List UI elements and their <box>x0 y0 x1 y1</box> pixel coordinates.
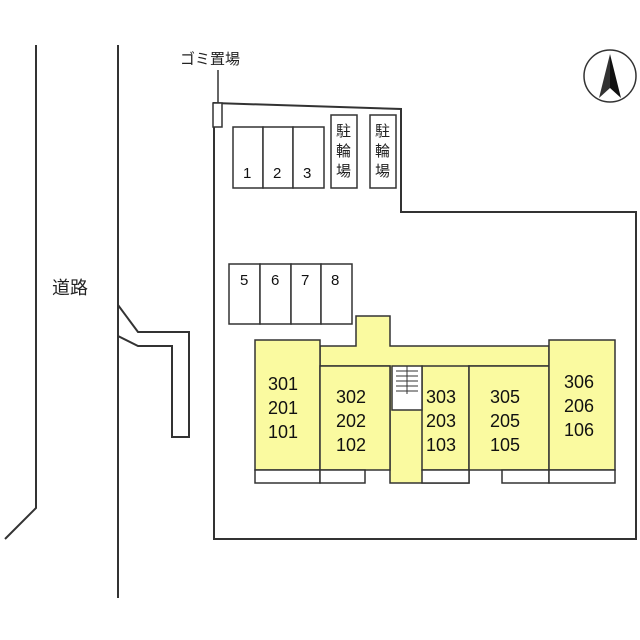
bicycle-parking-label-1: 駐 <box>336 122 351 140</box>
bicycle-parking-label-4: 駐 <box>375 122 390 140</box>
bicycle-parking-label-2: 輪 <box>336 142 351 160</box>
balcony <box>548 469 616 484</box>
unit-number: 306 <box>564 372 594 392</box>
unit-block-301 <box>254 339 321 471</box>
stair-steps <box>396 366 418 394</box>
balcony <box>254 469 321 484</box>
bicycle-parking-label-3: 場 <box>336 162 351 180</box>
balcony <box>501 469 550 484</box>
parking-slot <box>320 263 353 325</box>
parking-slot-number: 8 <box>331 272 339 289</box>
unit-number: 202 <box>336 411 366 431</box>
road-edges <box>4 45 119 598</box>
parking-slot-number: 1 <box>243 165 251 182</box>
access-lane <box>117 301 190 438</box>
unit-number: 301 <box>268 374 298 394</box>
parking-slot <box>232 126 264 189</box>
unit-number: 103 <box>426 435 456 455</box>
bicycle-parking-label-6: 場 <box>375 162 390 180</box>
bicycle-parking-2 <box>369 114 397 189</box>
unit-block-303 <box>421 365 470 471</box>
unit-number: 305 <box>490 387 520 407</box>
unit-number: 101 <box>268 422 298 442</box>
unit-number: 206 <box>564 396 594 416</box>
parking-slot-number: 7 <box>301 272 309 289</box>
parking-slot <box>292 126 325 189</box>
unit-number: 302 <box>336 387 366 407</box>
parking-row-upper <box>232 126 325 189</box>
parking-slot-number: 2 <box>273 165 281 182</box>
parking-slot-number: 6 <box>271 272 279 289</box>
parking-slot <box>290 263 322 325</box>
unit-number: 106 <box>564 420 594 440</box>
parking-slot-number: 3 <box>303 165 311 182</box>
unit-block-302 <box>319 365 391 471</box>
unit-labels: 301 201 101 302 202 102 303 203 103 305 … <box>268 372 594 455</box>
unit-number: 201 <box>268 398 298 418</box>
building <box>254 315 616 484</box>
unit-number: 203 <box>426 411 456 431</box>
balcony <box>319 469 366 484</box>
garbage-area-label: ゴミ置場 <box>180 50 240 68</box>
unit-number: 205 <box>490 411 520 431</box>
unit-block-306 <box>548 339 616 471</box>
north-arrow-icon <box>583 49 637 103</box>
parking-slot-number: 5 <box>240 272 248 289</box>
garbage-area-box <box>212 102 223 128</box>
balcony <box>421 469 470 484</box>
road-left-edge <box>4 45 37 540</box>
unit-number: 303 <box>426 387 456 407</box>
road-label: 道路 <box>52 278 88 299</box>
bicycle-parking-1 <box>330 114 358 189</box>
parking-slot <box>262 126 294 189</box>
unit-block-305 <box>468 365 550 471</box>
unit-number: 105 <box>490 435 520 455</box>
parking-row-lower <box>228 263 353 325</box>
unit-number: 102 <box>336 435 366 455</box>
bicycle-parking-label-5: 輪 <box>375 142 390 160</box>
